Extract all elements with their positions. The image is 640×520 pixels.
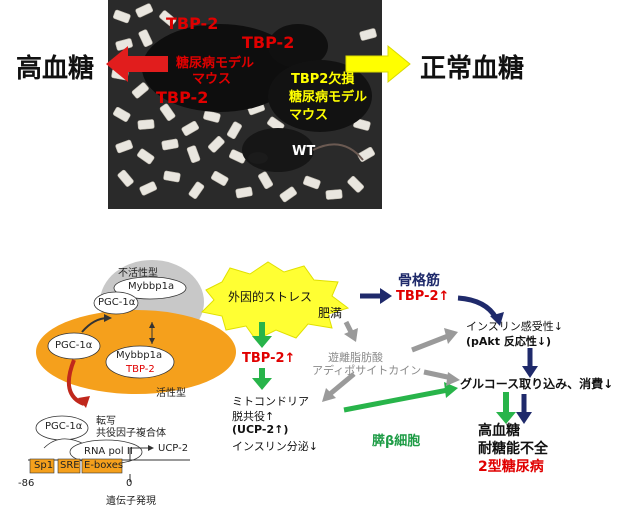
gene-expression-label: 遺伝子発現 [106, 496, 156, 507]
position-zero: 0 [126, 478, 133, 489]
tbp2-label-a: TBP-2 [166, 14, 219, 33]
mito-line4: インスリン分泌↓ [232, 440, 318, 453]
rna-pol-label: RNA pol II [84, 446, 133, 457]
sp1-box: Sp1 [34, 460, 54, 471]
pgc1a-bottom: PGC-1α [45, 421, 83, 432]
ffa-line1: 遊離脂肪酸 [328, 351, 383, 364]
active-label: 活性型 [156, 388, 186, 399]
wt-label: WT [292, 144, 316, 159]
pakt-label: (pAkt 反応性↓) [466, 335, 552, 348]
tbp2-label-b: TBP-2 [242, 33, 295, 52]
tbp2-label-c: TBP-2 [156, 88, 209, 107]
transcription-line2: 共役因子複合体 [96, 428, 166, 439]
ko-mouse-line2: 糖尿病モデル [289, 90, 368, 105]
hyperglycemia-label: 高血糖 [16, 54, 95, 84]
normoglycemia-label: 正常血糖 [420, 54, 525, 84]
tbp2-up-label: TBP-2↑ [242, 351, 296, 366]
skeletal-muscle-label: 骨格筋 [398, 273, 440, 289]
stress-burst [200, 261, 350, 341]
tbp2-mid: TBP-2 [126, 364, 155, 375]
mybbp1a-mid: Mybbp1a [116, 350, 163, 361]
pgc1a-left: PGC-1α [55, 340, 93, 351]
model-mouse-line2: マウス [192, 72, 232, 87]
type2-diabetes-result: 2型糖尿病 [478, 459, 544, 475]
beta-cell-label: 膵β細胞 [372, 434, 421, 449]
mouse-photo: TBP-2 TBP-2 糖尿病モデル マウス TBP-2 TBP2欠損 糖尿病モ… [108, 0, 382, 209]
mouse-photo-art [108, 0, 382, 209]
mito-line1: ミトコンドリア [232, 395, 309, 408]
ffa-line2: アディポサイトカイン [312, 364, 422, 377]
external-stress-label: 外因的ストレス [228, 290, 313, 304]
obesity-label: 肥満 [318, 306, 343, 320]
ko-mouse-line1: TBP2欠損 [291, 72, 355, 87]
mito-line3: (UCP-2↑) [232, 423, 289, 436]
mito-line2: 脱共役↑ [232, 410, 275, 423]
hyperglycemia-result: 高血糖 [478, 423, 520, 439]
ko-mouse-line3: マウス [289, 108, 329, 123]
ucp2-label: UCP-2 [158, 443, 189, 454]
tbp2-muscle-label: TBP-2↑ [396, 289, 450, 304]
model-mouse-line1: 糖尿病モデル [176, 56, 255, 71]
glucose-intolerance-result: 耐糖能不全 [478, 441, 548, 457]
inactive-label: 不活性型 [118, 268, 158, 279]
glucose-uptake-label: グルコース取り込み、消費↓ [460, 377, 614, 391]
pgc1a-top: PGC-1α [98, 297, 136, 308]
transcription-line1: 転写 [96, 416, 116, 427]
mybbp1a-top: Mybbp1a [128, 281, 175, 292]
position-minus86: -86 [18, 478, 35, 489]
insulin-sensitivity-label: インスリン感受性↓ [466, 320, 563, 333]
sre-box: SRE [60, 460, 80, 471]
eboxes-box: E-boxes [84, 460, 124, 471]
